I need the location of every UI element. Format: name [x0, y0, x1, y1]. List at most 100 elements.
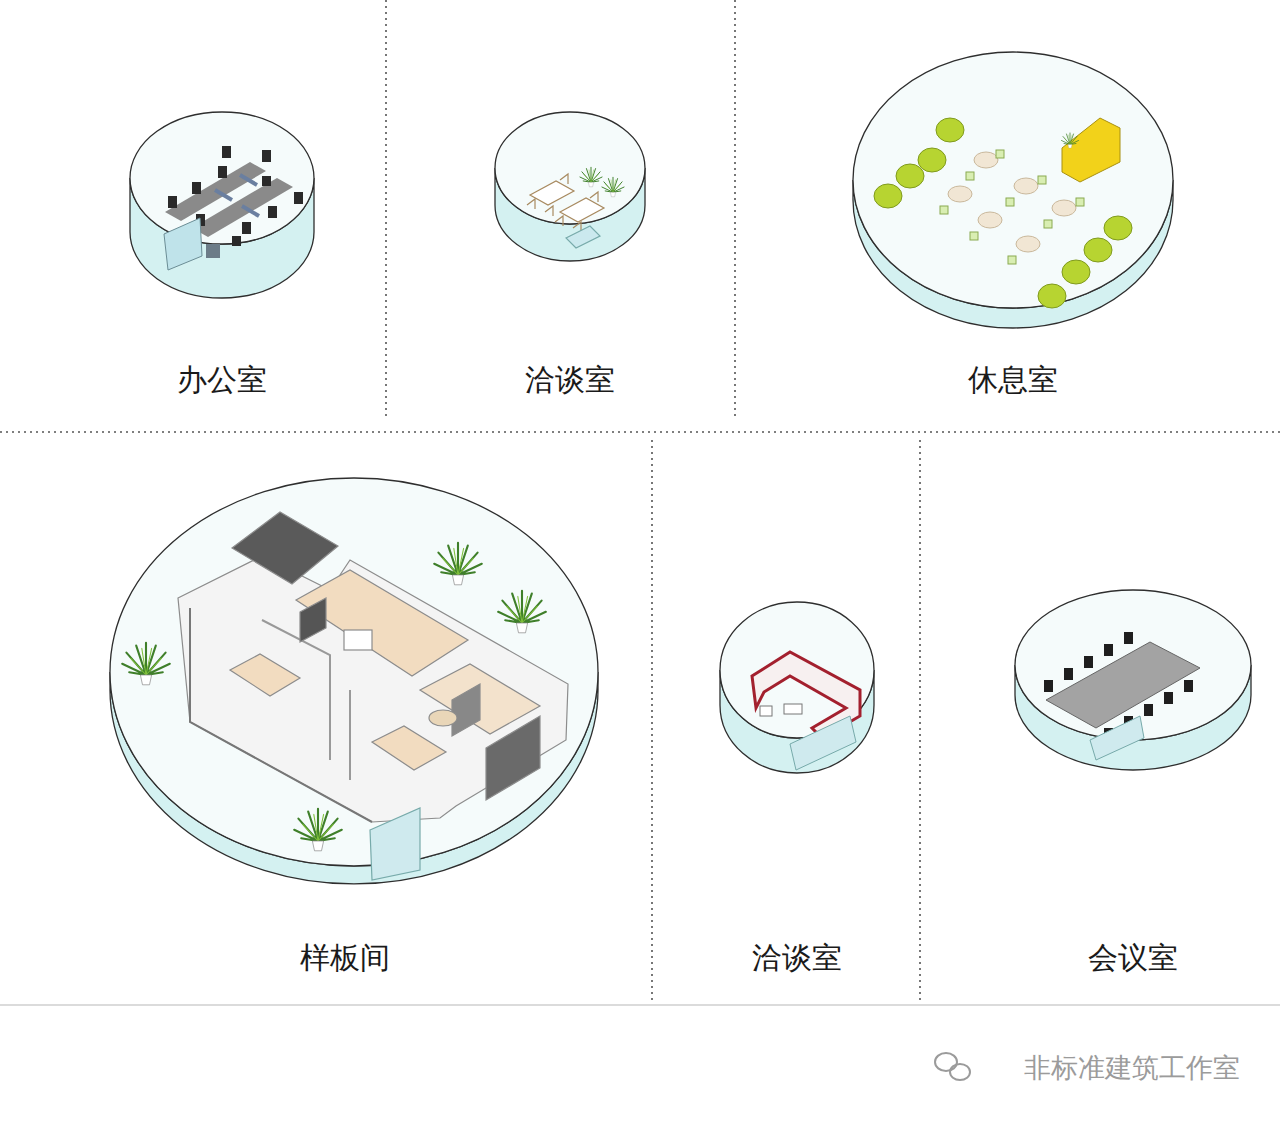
lounge-furniture [1016, 236, 1040, 252]
wechat-icon [950, 1064, 970, 1080]
panel-divider [0, 0, 1280, 1002]
glass-cylinder [130, 112, 314, 244]
lounge-furniture [936, 118, 964, 142]
meeting-table [1144, 704, 1153, 716]
office-furniture [164, 218, 202, 270]
meeting-table [1164, 692, 1173, 704]
apartment-model [262, 620, 330, 760]
room-name: 样板间 [296, 940, 394, 976]
office-furniture [222, 146, 231, 158]
office-furniture [240, 175, 257, 185]
office-furniture [206, 244, 220, 258]
office-furniture [262, 176, 271, 186]
apartment-model [372, 726, 446, 770]
lounge-furniture [1062, 260, 1090, 284]
meeting-table [1044, 632, 1200, 760]
office-furniture [262, 150, 271, 162]
sofa-set [760, 706, 772, 716]
lounge-furniture [948, 152, 1076, 252]
lounge-furniture [1076, 198, 1084, 206]
lounge-furniture [1052, 200, 1076, 216]
lounge-furniture [1006, 198, 1014, 206]
illustration [294, 809, 342, 851]
room-label-box: 洽谈室 [521, 362, 619, 398]
lounge-furniture [1014, 178, 1038, 194]
glass-cylinder [1015, 590, 1251, 740]
lounge-furniture [1062, 118, 1120, 182]
glass-cylinder [110, 478, 598, 866]
office-furniture [192, 182, 201, 194]
room-label-box: 洽谈室 [748, 940, 846, 976]
panel-divider [919, 440, 921, 1002]
meeting-table [1084, 656, 1093, 668]
meeting-table [1184, 680, 1193, 692]
negotiation-furniture [566, 226, 600, 248]
office-furniture [294, 192, 303, 204]
lounge-furniture [1044, 220, 1052, 228]
apartment-model [429, 710, 457, 726]
illustration [602, 177, 624, 197]
lounge-furniture [1008, 256, 1016, 264]
panel-divider [0, 431, 1280, 433]
lounge-furniture [874, 184, 902, 208]
illustration [580, 167, 602, 187]
office-furniture [242, 222, 251, 234]
room-name: 办公室 [173, 362, 271, 398]
negotiation-furniture [527, 199, 581, 232]
meeting-table [1046, 642, 1200, 728]
meeting-table [1044, 680, 1053, 692]
lounge-furniture [1038, 284, 1066, 308]
room-name: 休息室 [964, 362, 1062, 398]
lounge-furniture [874, 118, 1132, 308]
apartment-model [190, 608, 372, 822]
sofa-set [790, 716, 856, 770]
apartment-model [370, 808, 420, 880]
meeting-table [1064, 668, 1073, 680]
office-furniture [242, 206, 259, 216]
lounge-furniture [974, 152, 998, 168]
room-label-box: 休息室 [964, 362, 1062, 398]
lounge-furniture [896, 164, 924, 188]
panel-divider [734, 0, 736, 420]
apartment-model [349, 690, 351, 780]
sofa-set [784, 704, 802, 714]
lounge-furniture [1038, 176, 1046, 184]
illustration [498, 591, 546, 633]
wechat-icon [935, 1053, 957, 1071]
panel-divider [385, 0, 387, 418]
glass-cylinder [853, 52, 1173, 308]
lounge-furniture [996, 150, 1004, 158]
lounge-furniture [966, 172, 974, 180]
apartment-model [486, 716, 540, 800]
glass-cylinder [720, 602, 874, 773]
meeting-table [1090, 716, 1144, 760]
illustration [434, 543, 482, 585]
glass-cylinder [495, 112, 645, 224]
lounge-furniture [918, 148, 946, 172]
wechat-icon [935, 1053, 970, 1080]
negotiation-furniture [530, 181, 574, 205]
room-name: 洽谈室 [748, 940, 846, 976]
watermark: 非标准建筑工作室 [1024, 1051, 1240, 1085]
apartment-model [178, 556, 568, 822]
apartment-model [232, 512, 338, 584]
office-furniture [268, 206, 277, 218]
office-furniture [168, 196, 177, 208]
office-furniture [232, 236, 241, 246]
apartment-model [178, 512, 568, 880]
glass-cylinder [720, 602, 874, 738]
meeting-table [1124, 632, 1133, 644]
lounge-furniture [1104, 216, 1132, 240]
glass-cylinder [495, 112, 645, 261]
lounge-furniture [970, 232, 978, 240]
lounge-furniture [978, 212, 1002, 228]
room-label-box: 办公室 [173, 362, 271, 398]
lounge-furniture [940, 206, 948, 214]
glass-cylinder [1015, 590, 1251, 770]
office-furniture [165, 162, 266, 221]
apartment-model [230, 654, 300, 696]
lounge-furniture [1084, 238, 1112, 262]
office-furniture [192, 178, 293, 237]
glass-cylinder [130, 112, 314, 298]
